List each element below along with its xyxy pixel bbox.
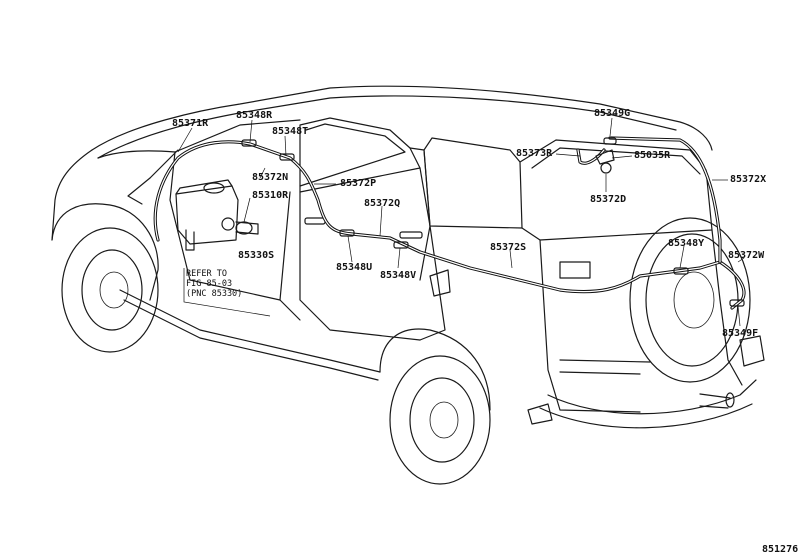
reference-note-line-3: (PNC 85330): [186, 289, 242, 299]
vehicle-body: [51, 85, 765, 485]
part-labels: 85371R 85348R 85348T 85372N 85310R 85372…: [172, 108, 798, 555]
label-85372D: 85372D: [590, 194, 626, 205]
label-85348Y: 85348Y: [668, 238, 704, 249]
label-85372N: 85372N: [252, 172, 288, 183]
label-85372S: 85372S: [490, 242, 526, 253]
label-85348U: 85348U: [336, 262, 372, 273]
label-85348R: 85348R: [236, 110, 273, 121]
label-85310R: 85310R: [252, 190, 289, 201]
label-85371R: 85371R: [172, 118, 209, 129]
figure-number: 851276: [762, 544, 798, 555]
washer-hoses: [153, 136, 746, 310]
label-85372W: 85372W: [728, 250, 765, 261]
label-85035R: 85035R: [634, 150, 671, 161]
reference-note-line-2: FIG 85-03: [186, 279, 232, 289]
label-85349G: 85349G: [594, 108, 630, 119]
label-85348V: 85348V: [380, 270, 416, 281]
label-85349F: 85349F: [722, 328, 758, 339]
label-85330S: 85330S: [238, 250, 274, 261]
label-85372Q: 85372Q: [364, 198, 400, 209]
label-85348T: 85348T: [272, 126, 308, 137]
label-85373R: 85373R: [516, 148, 553, 159]
leader-lines: [177, 117, 745, 327]
label-85372P: 85372P: [340, 178, 376, 189]
reference-note-line-1: REFER TO: [186, 269, 227, 279]
label-85372X: 85372X: [730, 174, 766, 185]
